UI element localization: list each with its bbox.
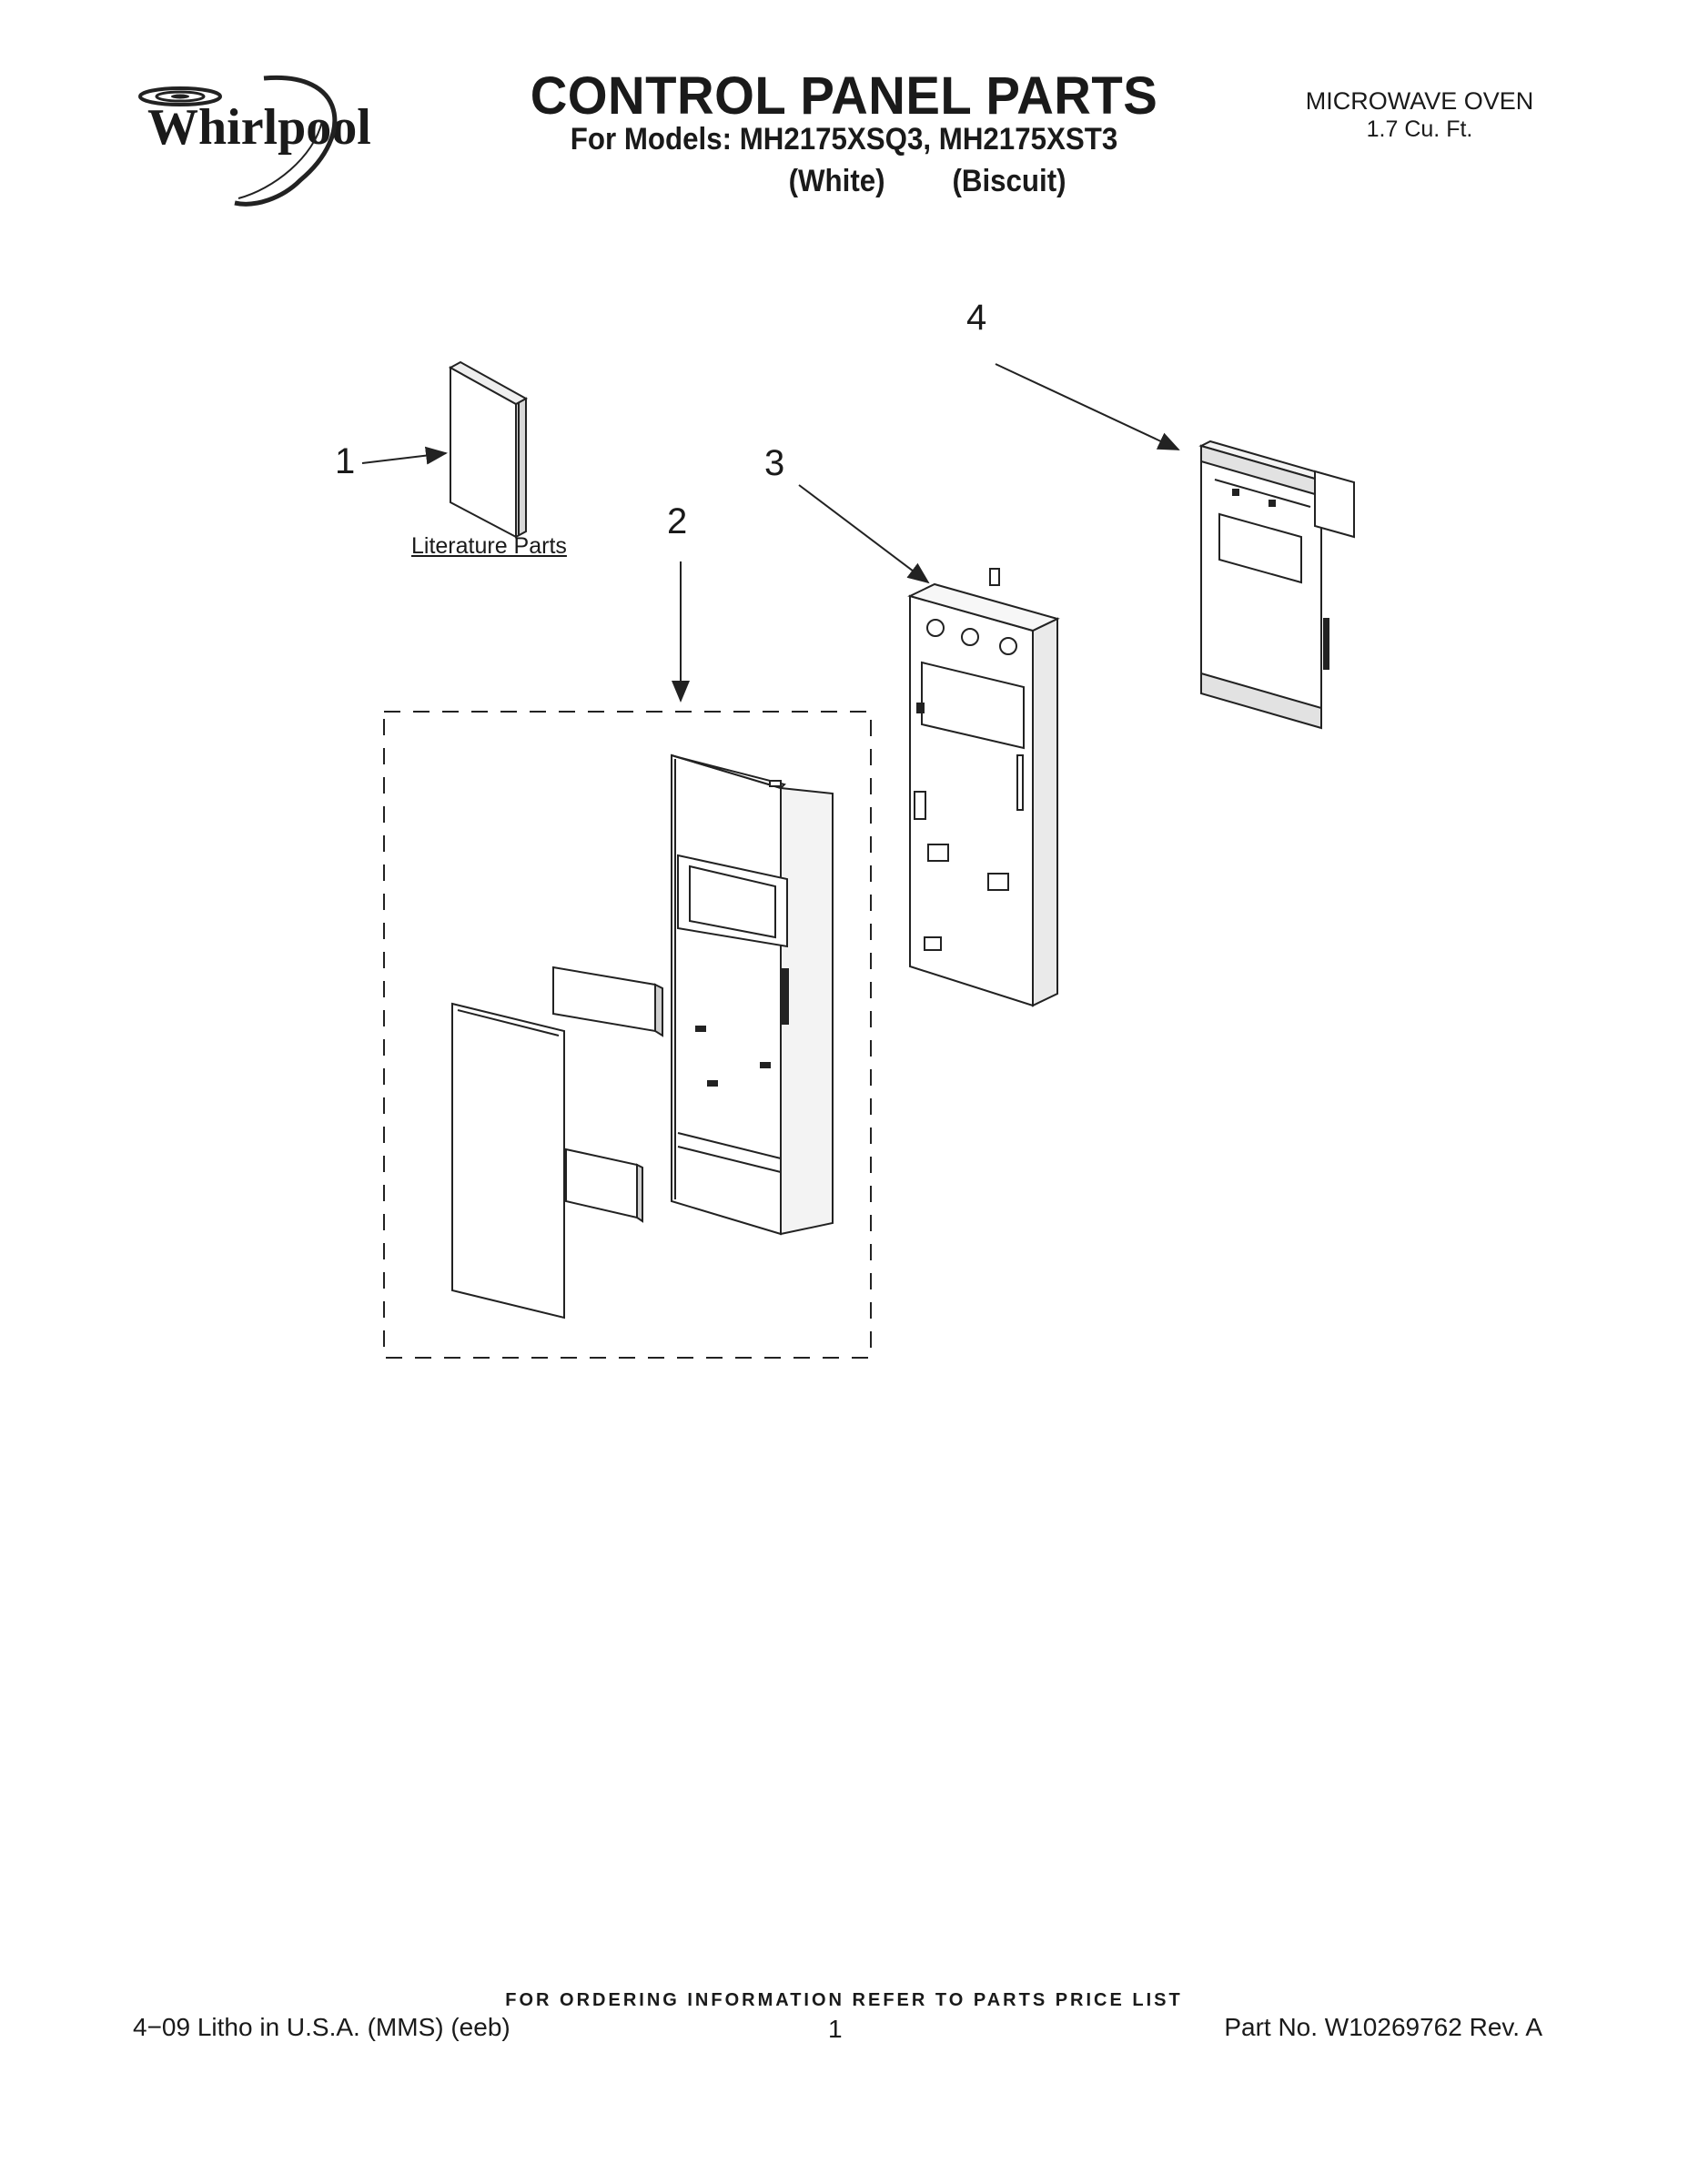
capacity: 1.7 Cu. Ft. bbox=[1366, 116, 1473, 142]
color-white-label: (White) bbox=[788, 164, 885, 198]
callout-arrow-1 bbox=[361, 446, 448, 465]
product-type: MICROWAVE OVEN bbox=[1305, 87, 1534, 115]
page-number: 1 bbox=[828, 2015, 843, 2043]
assembly-dashed-box bbox=[383, 711, 872, 1359]
callout-arrow-4 bbox=[995, 363, 1180, 450]
overlay-window-part bbox=[552, 966, 663, 1037]
membrane-overlay-part bbox=[451, 1002, 565, 1320]
callout-arrow-3 bbox=[798, 484, 930, 584]
litho-note: 4−09 Litho in U.S.A. (MMS) (eeb) bbox=[133, 2013, 510, 2041]
color-biscuit-label: (Biscuit) bbox=[952, 164, 1066, 198]
literature-parts-label: Literature Parts bbox=[411, 533, 567, 559]
part-number: Part No. W10269762 Rev. A bbox=[1224, 2013, 1542, 2041]
whirlpool-logo: Whirlpool bbox=[138, 75, 371, 207]
literature-booklet-part bbox=[448, 360, 529, 539]
control-frame-part bbox=[907, 568, 1060, 1007]
callout-number-2: 2 bbox=[667, 501, 688, 541]
callout-number-4: 4 bbox=[966, 298, 987, 338]
exploded-parts-diagram bbox=[361, 360, 1355, 1359]
callout-number-1: 1 bbox=[335, 441, 356, 481]
models-line: For Models: MH2175XSQ3, MH2175XST3 bbox=[570, 122, 1118, 157]
page-title: CONTROL PANEL PARTS bbox=[530, 66, 1158, 126]
control-board-part bbox=[1198, 440, 1355, 730]
callout-number-3: 3 bbox=[764, 443, 785, 483]
ordering-note: FOR ORDERING INFORMATION REFER TO PARTS … bbox=[505, 1990, 1183, 2010]
control-panel-part bbox=[671, 753, 834, 1236]
nameplate-part bbox=[565, 1148, 643, 1223]
